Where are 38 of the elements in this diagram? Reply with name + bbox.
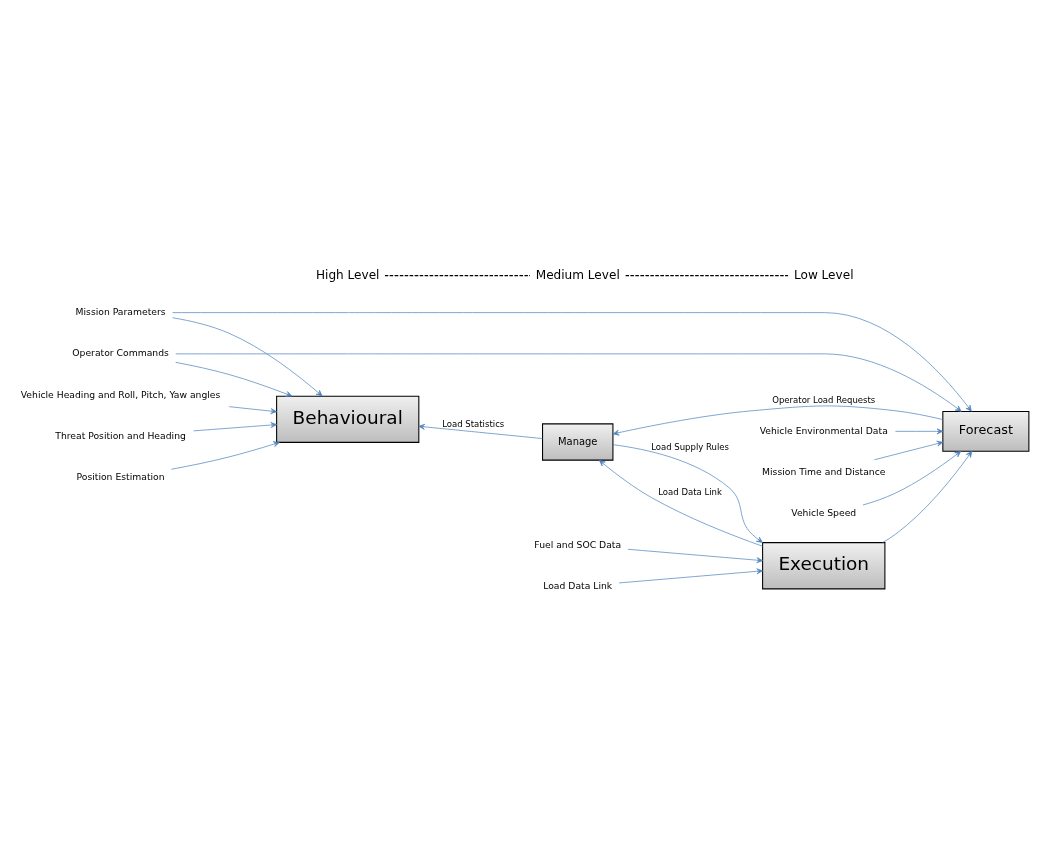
arrow [599,459,763,547]
arrow [895,427,944,434]
node-text: Position Estimation [76,470,165,482]
arrow [193,421,277,431]
node-text: Vehicle Speed [791,506,857,518]
label: High Level [315,267,380,282]
arrow [612,443,763,543]
arrow [175,353,962,412]
label: Medium Level [535,267,620,282]
node-text: Vehicle Environmental Data [759,424,888,436]
arrow [862,450,962,505]
node-text: Vehicle Heading and Roll, Pitch, Yaw angles [20,388,221,400]
arrow [418,423,543,439]
node-text: Threat Position and Heading [55,429,186,441]
arrow [175,361,293,397]
node-box: Behavioural [276,395,420,443]
label: Low Level [793,267,854,282]
arrow [172,316,323,396]
node-text: Operator Commands [72,346,169,358]
arrow [618,567,763,583]
node-box: Manage [542,422,614,461]
edge-label: Operator Load Requests [772,394,876,405]
node-text: Load Data Link [543,579,613,591]
edge-label: Load Statistics [442,418,505,429]
node-text: Mission Parameters [75,305,166,317]
node-box: Execution [762,541,886,589]
node-text: Fuel and SOC Data [534,538,622,550]
node-box: Forecast [942,410,1030,452]
edge-label: Load Data Link [658,486,722,497]
arrow [172,311,972,412]
arrow [612,405,944,436]
node-text: Mission Time and Distance [762,465,886,477]
arrow [171,440,280,470]
arrow [874,440,944,460]
arrow [228,405,277,414]
arrow [627,548,763,563]
arrow [882,450,973,543]
edge-label: Load Supply Rules [651,441,729,452]
